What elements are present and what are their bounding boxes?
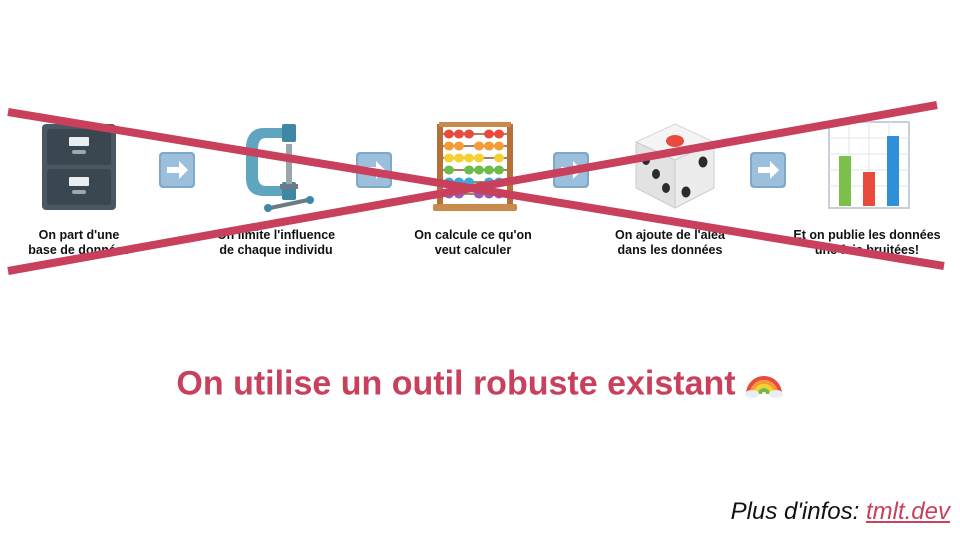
headline-text: On utilise un outil robuste existant — [176, 364, 736, 403]
file-cabinet-icon — [42, 124, 116, 210]
step-3: On calcule ce qu'on veut calculer — [398, 120, 548, 270]
step-1: On part d'une base de données — [4, 120, 154, 270]
arrow-right-icon — [159, 152, 195, 188]
footer: Plus d'infos: tmlt.dev — [731, 498, 950, 526]
rainbow-icon — [744, 360, 784, 411]
step-4: On ajoute de l'aléa dans les données — [595, 120, 745, 270]
step-caption: On ajoute de l'aléa dans les données — [615, 228, 725, 257]
bar-chart-icon — [828, 121, 910, 209]
step-caption: On calcule ce qu'on veut calculer — [414, 228, 532, 257]
die-icon — [634, 123, 716, 209]
headline: On utilise un outil robuste existant — [0, 360, 960, 411]
arrow-right-icon — [356, 152, 392, 188]
arrow-right-icon — [750, 152, 786, 188]
step-2: On limite l'influence de chaque individu — [201, 120, 351, 270]
step-5: Et on publie les données une fois bruité… — [792, 120, 942, 270]
step-caption: On limite l'influence de chaque individu — [216, 228, 336, 257]
step-caption: On part d'une base de données — [28, 228, 130, 257]
clamp-icon — [246, 124, 314, 212]
abacus-icon — [433, 122, 517, 211]
arrow-right-icon — [553, 152, 589, 188]
footer-prefix: Plus d'infos: — [730, 498, 866, 525]
step-caption: Et on publie les données une fois bruité… — [793, 228, 941, 257]
footer-link[interactable]: tmlt.dev — [865, 498, 950, 525]
